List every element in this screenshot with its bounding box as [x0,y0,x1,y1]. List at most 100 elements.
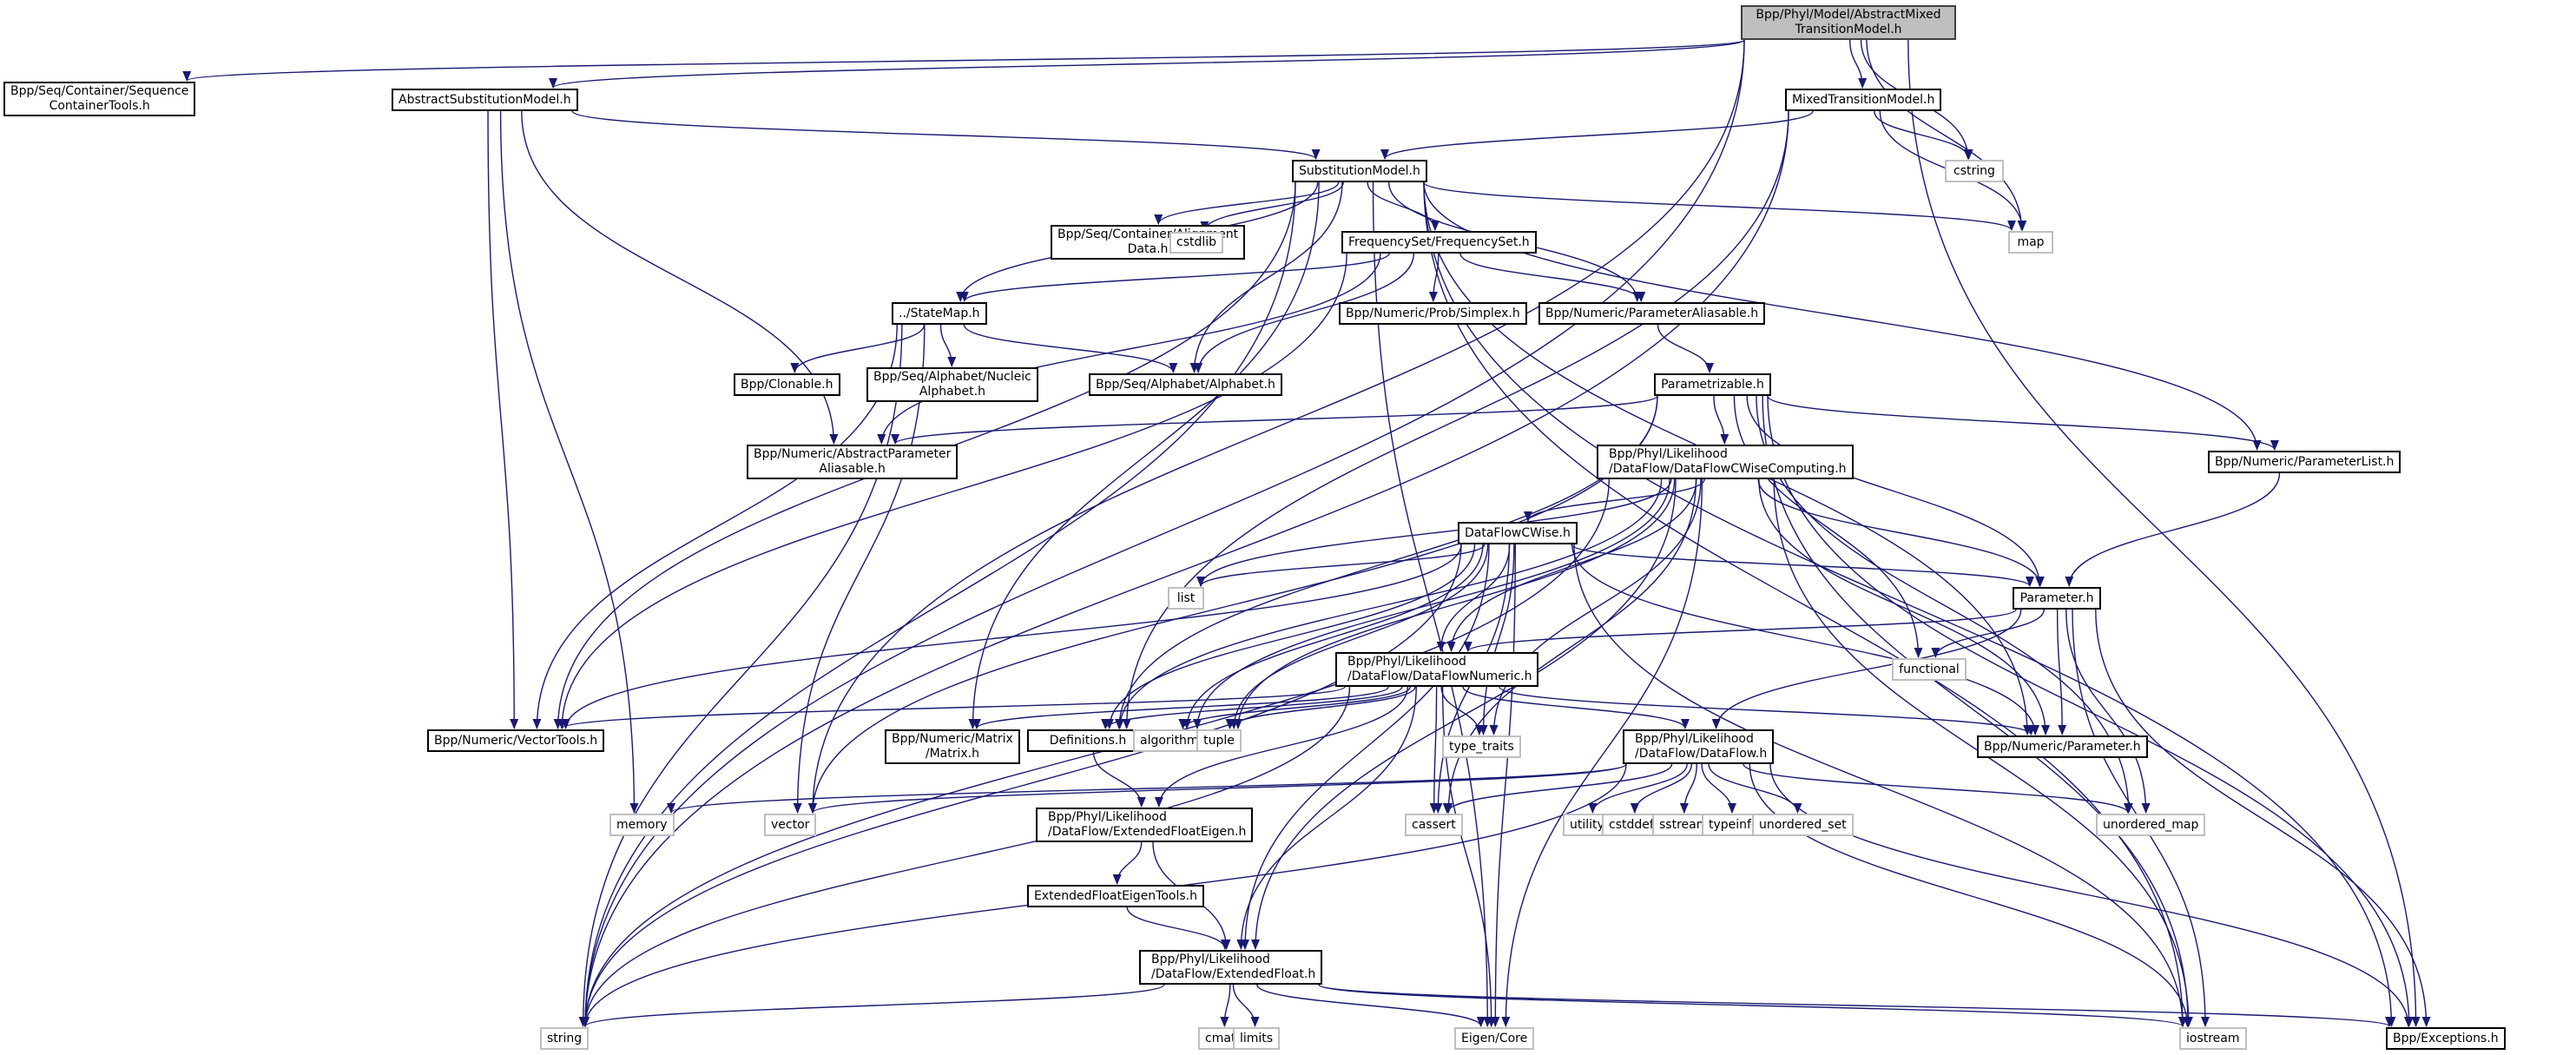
edge-dataFlowCWise-to-dataFlowNumeric [1436,544,1511,652]
node-memory[interactable]: memory [609,814,675,836]
edge-parameterAliasable-to-parametrizable [1657,324,1714,373]
node-definitions[interactable]: Definitions.h [1027,729,1149,752]
edge-dataFlowCWise-to-parameterH [1571,544,2034,587]
edge-dataFlowCWise-to-typeTraits [1479,544,1515,735]
node-sstream[interactable]: sstream [1652,814,1716,836]
edge-extendedFloat-to-eigenCore [1256,984,1486,1027]
edge-substitutionModel-to-alphabet [1189,181,1343,373]
edge-parameterList-to-parameterH [2065,472,2281,587]
edge-parametrizable-to-parameterList [1767,395,2279,451]
node-dataflow-cwise-computing[interactable]: Bpp/Phyl/Likelihood /DataFlow/DataFlowCW… [1597,445,1854,479]
node-parameter-aliasable[interactable]: Bpp/Numeric/ParameterAliasable.h [1538,302,1766,325]
node-frequency-set[interactable]: FrequencySet/FrequencySet.h [1341,231,1537,254]
edge-dataFlow-to-typeinfo [1701,763,1736,814]
edge-root-to-mixedTransitionModel [1849,39,1868,89]
edge-dataFlowNumeric-to-extendedFloatEigen [1154,686,1408,808]
node-parameter-h[interactable]: Parameter.h [2013,587,2101,610]
edge-root-to-seqContainerTools [183,39,1745,82]
edge-substitutionModel-to-alignmentData [1154,181,1340,225]
node-nucleic-alphabet[interactable]: Bpp/Seq/Alphabet/Nucleic Alphabet.h [866,367,1038,402]
node-cstddef[interactable]: cstddef [1602,814,1661,836]
edge-dataFlowCWiseComputing-to-eigenCore [1501,478,1703,1027]
edge-dataFlowCWise-to-algorithm [1183,544,1484,729]
node-substitution-model[interactable]: SubstitutionModel.h [1292,160,1427,182]
edge-dataFlowNumeric-to-matrix [972,686,1389,729]
node-parameter-list[interactable]: Bpp/Numeric/ParameterList.h [2208,451,2401,473]
node-unordered-map[interactable]: unordered_map [2096,814,2206,836]
edge-dataFlow-to-cassert [1442,763,1673,814]
edge-extendedFloat-to-string [581,984,1165,1027]
edge-abstractSubstitutionModel-to-vectorTools [487,110,519,729]
node-exceptions[interactable]: Bpp/Exceptions.h [2386,1027,2506,1050]
edge-dataFlowNumeric-to-algorithm [1178,686,1411,729]
edge-definitions-to-extendedFloatEigen [1092,751,1146,808]
node-unordered-set[interactable]: unordered_set [1752,814,1854,836]
node-dataflow[interactable]: Bpp/Phyl/Likelihood /DataFlow/DataFlow.h [1623,729,1775,764]
node-functional[interactable]: functional [1892,658,1967,681]
edge-dataFlowCWiseComputing-to-numericParameter [1758,478,2051,735]
node-eigen-core[interactable]: Eigen/Core [1454,1027,1535,1050]
edge-parametrizable-to-exceptions [1767,395,2414,1027]
edge-frequencySet-to-stateMap [959,253,1390,302]
node-numeric-parameter[interactable]: Bpp/Numeric/Parameter.h [1977,735,2148,758]
edge-root-to-abstractSubstitutionModel [549,39,1745,89]
edge-dataFlow-to-memory [667,763,1627,814]
node-list[interactable]: list [1168,587,1204,610]
edge-dataFlowCWiseComputing-to-algorithm [1193,478,1670,729]
edge-dataFlowNumeric-to-definitions [1101,686,1403,729]
node-alphabet[interactable]: Bpp/Seq/Alphabet/Alphabet.h [1089,373,1282,396]
node-vector[interactable]: vector [764,814,817,836]
node-sequence-container-tools[interactable]: Bpp/Seq/Container/Sequence ContainerTool… [3,82,196,116]
node-limits[interactable]: limits [1233,1027,1281,1050]
node-iostream[interactable]: iostream [2179,1027,2247,1050]
node-tuple[interactable]: tuple [1196,729,1242,752]
edge-stateMap-to-alphabet [963,324,1178,373]
edge-mixedTransitionModel-to-definitions [1122,110,1789,729]
edge-dataFlowCWise-to-vectorTools [561,544,1462,729]
edge-mixedTransitionModel-to-string [581,110,1789,1027]
node-extended-float-eigen-tools[interactable]: ExtendedFloatEigenTools.h [1027,885,1204,907]
edge-dataFlow-to-iostream [1749,763,2192,1027]
edge-extendedFloatEigen-to-extendedFloatEigenTools [1112,841,1143,885]
node-simplex[interactable]: Bpp/Numeric/Prob/Simplex.h [1339,302,1527,325]
node-vector-tools[interactable]: Bpp/Numeric/VectorTools.h [427,729,605,752]
edge-dataFlowCWiseComputing-to-list [1196,478,1672,587]
edge-substitutionModel-to-matrix [968,181,1320,729]
edge-dataFlowNumeric-to-numericParameter [1499,686,2036,735]
edge-frequencySet-to-alphabet [1194,253,1414,373]
node-clonable[interactable]: Bpp/Clonable.h [734,373,840,396]
node-abstract-mixed-transition-model[interactable]: Bpp/Phyl/Model/AbstractMixed TransitionM… [1741,5,1956,40]
node-cassert[interactable]: cassert [1405,814,1463,836]
node-dataflow-cwise[interactable]: DataFlowCWise.h [1458,522,1578,544]
edge-frequencySet-to-parameterAliasable [1459,253,1646,302]
node-mixed-transition-model[interactable]: MixedTransitionModel.h [1785,89,1942,111]
edge-dataFlow-to-sstream [1679,763,1697,814]
node-extended-float-eigen[interactable]: Bpp/Phyl/Likelihood /DataFlow/ExtendedFl… [1036,808,1254,842]
node-abstract-substitution-model[interactable]: AbstractSubstitutionModel.h [392,89,578,111]
edge-parameterH-to-dataFlow [1711,609,2022,729]
edge-dataFlowNumeric-to-vectorTools [557,686,1346,729]
edge-dataFlowCWise-to-list [1196,544,1486,587]
edge-parameterH-to-functional [1931,609,2045,658]
node-extended-float[interactable]: Bpp/Phyl/Likelihood /DataFlow/ExtendedFl… [1139,950,1323,985]
node-type-traits[interactable]: type_traits [1442,735,1521,758]
edge-dataFlowCWiseComputing-to-string [581,478,1610,1027]
node-parametrizable[interactable]: Parametrizable.h [1654,373,1771,396]
node-alignment-data[interactable]: Bpp/Seq/Container/Alignment Data.h [1051,225,1246,260]
edge-dataFlow-to-vector [808,763,1627,814]
node-map[interactable]: map [2008,231,2053,254]
edge-parametrizable-to-dataFlowCWiseComputing [1713,395,1729,445]
node-matrix[interactable]: Bpp/Numeric/Matrix /Matrix.h [885,729,1020,764]
edge-mixedTransitionModel-to-cstring [1874,110,1973,160]
node-abstract-parameter-aliasable[interactable]: Bpp/Numeric/AbstractParameter Aliasable.… [747,445,959,479]
edge-dataFlowCWise-to-extendedFloat [1241,544,1490,950]
node-algorithm[interactable]: algorithm [1133,729,1206,752]
node-string[interactable]: string [540,1027,590,1050]
edge-parametrizable-to-iostream [1762,395,2193,1027]
edge-dataFlowCWise-to-string [581,544,1462,1027]
node-cstdlib[interactable]: cstdlib [1169,232,1224,254]
node-state-map[interactable]: ../StateMap.h [892,302,987,325]
edge-dataFlowCWise-to-tuple [1229,544,1489,729]
node-cstring[interactable]: cstring [1945,160,2004,182]
node-dataflow-numeric[interactable]: Bpp/Phyl/Likelihood /DataFlow/DataFlowNu… [1335,652,1539,687]
